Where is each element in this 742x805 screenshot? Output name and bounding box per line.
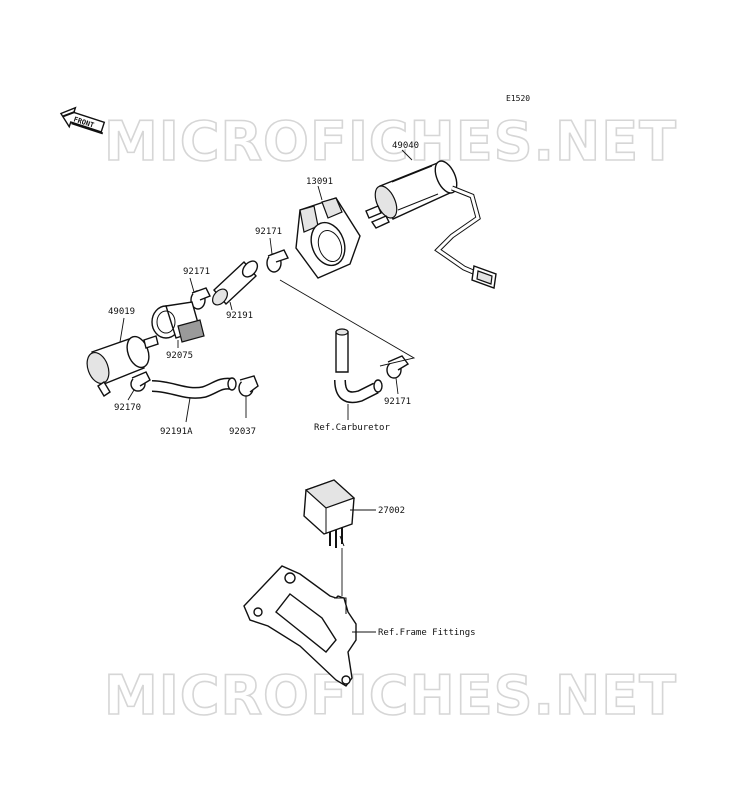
clamp-92171-b: [190, 287, 211, 310]
fuel-pump-49040: [365, 160, 497, 289]
diagram-code: E1520: [506, 94, 530, 103]
relay-27002: [303, 479, 356, 548]
watermark-top: MICROFICHES.NET: [104, 110, 677, 173]
clamp-92171-c: [386, 355, 410, 379]
label-13091: 13091: [306, 177, 333, 187]
ref-line-pump: [279, 279, 416, 367]
carburetor-hose: [334, 328, 383, 404]
filter-49019: [86, 335, 159, 397]
hose-92191: [212, 260, 259, 306]
label-92171-a: 92171: [255, 227, 282, 237]
label-ref-carburetor: Ref.Carburetor: [314, 423, 390, 433]
label-49019: 49019: [108, 307, 135, 317]
label-ref-frame-fittings: Ref.Frame Fittings: [378, 628, 476, 638]
cushion-92075: [151, 301, 205, 343]
clip-92170: [130, 371, 151, 392]
clamp-92171-a: [266, 249, 289, 273]
bracket-13091: [295, 197, 361, 279]
label-92191A: 92191A: [160, 427, 193, 437]
label-92171-b: 92171: [183, 267, 210, 277]
label-92037: 92037: [229, 427, 256, 437]
hose-92191A: [151, 377, 237, 399]
label-92171-c: 92171: [384, 397, 411, 407]
label-92170: 92170: [114, 403, 141, 413]
front-arrow-icon: FRONT: [59, 106, 106, 135]
frame-bracket: [243, 565, 357, 687]
label-92191: 92191: [226, 311, 253, 321]
label-27002: 27002: [378, 506, 405, 516]
label-92075: 92075: [166, 351, 193, 361]
watermark-bottom: MICROFICHES.NET: [104, 664, 677, 727]
clamp-92037: [238, 375, 259, 397]
label-49040: 49040: [392, 141, 419, 151]
